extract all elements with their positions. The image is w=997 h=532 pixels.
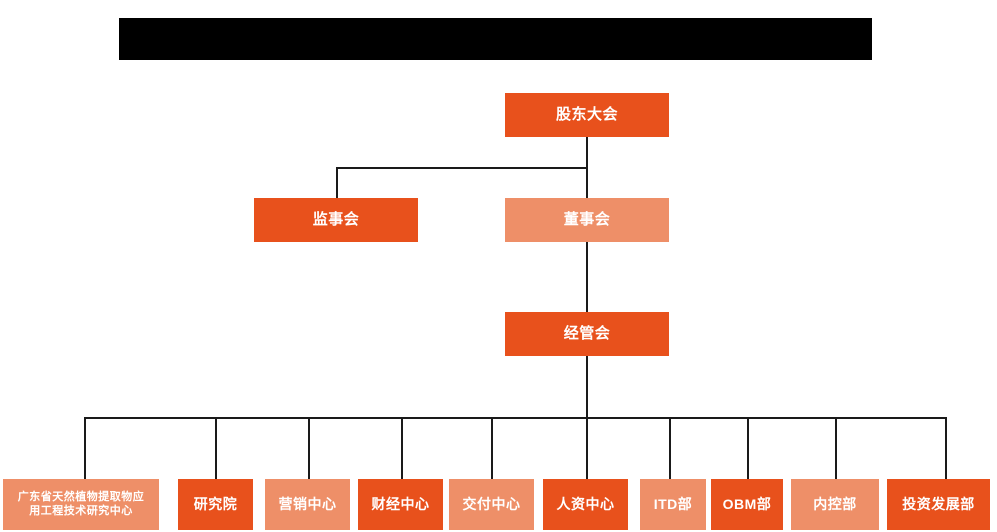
node-obm-dept[interactable]: OBM部 [711,479,783,530]
node-label: 监事会 [312,210,360,228]
connector-drop-directors [586,167,588,199]
node-guangdong-research-center[interactable]: 广东省天然植物提取物应 用工程技术研究中心 [3,479,159,530]
connector-drop-investment-dev [945,417,947,479]
node-internal-control-dept[interactable]: 内控部 [791,479,879,530]
node-board-of-supervisors[interactable]: 监事会 [254,198,418,242]
node-marketing-center[interactable]: 营销中心 [265,479,350,530]
connector-drop-supervisors [336,167,338,199]
connector-drop-itd-dept [669,417,671,479]
node-label: OBM部 [722,495,772,512]
node-label: 财经中心 [371,495,430,512]
redacted-title-bar [119,18,872,60]
node-label: 经管会 [563,324,611,342]
connector-level2-bus [336,167,588,169]
connector-drop-research-institute [215,417,217,479]
connector-shareholders-stem [586,137,588,168]
connector-drop-finance-center [401,417,403,479]
connector-drop-hr-center [586,417,588,479]
node-label: 营销中心 [278,495,337,512]
connector-management-stem [586,356,588,418]
connector-drop-obm-dept [747,417,749,479]
node-investment-development-dept[interactable]: 投资发展部 [887,479,990,530]
node-label: 人资中心 [556,495,615,512]
node-label: ITD部 [653,495,693,512]
node-management-committee[interactable]: 经管会 [505,312,669,356]
node-label: 交付中心 [462,495,521,512]
connector-drop-delivery-center [491,417,493,479]
node-label: 股东大会 [555,105,618,123]
node-board-of-directors[interactable]: 董事会 [505,198,669,242]
node-label: 内控部 [813,495,857,512]
node-hr-center[interactable]: 人资中心 [543,479,628,530]
node-research-institute[interactable]: 研究院 [178,479,253,530]
node-finance-center[interactable]: 财经中心 [358,479,443,530]
node-label: 研究院 [193,495,238,512]
connector-drop-marketing-center [308,417,310,479]
node-label-line1: 广东省天然植物提取物应 [17,490,145,503]
node-label: 董事会 [563,210,611,228]
connector-drop-gd-center [84,417,86,479]
node-label-line2: 用工程技术研究中心 [29,504,133,517]
node-label: 投资发展部 [902,495,975,512]
node-itd-dept[interactable]: ITD部 [640,479,706,530]
node-shareholders-meeting[interactable]: 股东大会 [505,93,669,137]
connector-drop-internal-control [835,417,837,479]
connector-directors-to-management [586,242,588,312]
connector-departments-bus [84,417,946,419]
node-delivery-center[interactable]: 交付中心 [449,479,534,530]
